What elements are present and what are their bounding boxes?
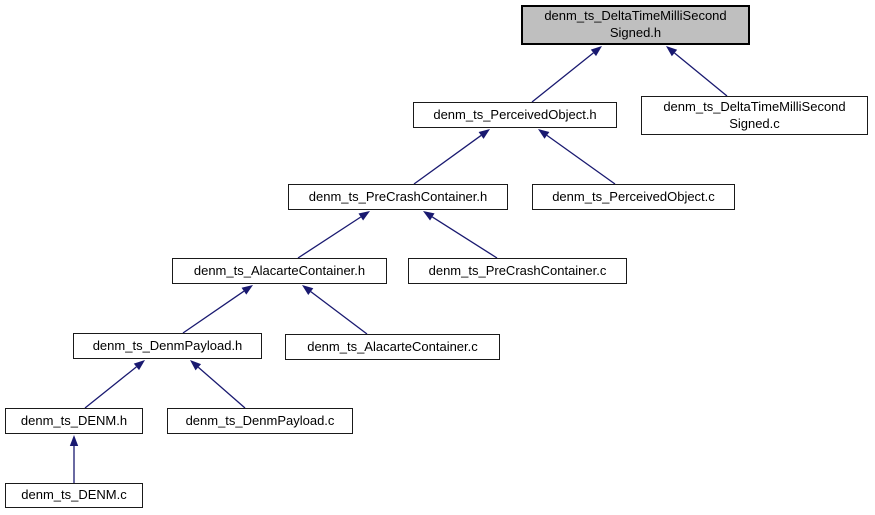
node-delta-time-h: denm_ts_DeltaTimeMilliSecond Signed.h: [521, 5, 750, 45]
node-alacarte-h[interactable]: denm_ts_AlacarteContainer.h: [172, 258, 387, 284]
edge-arrowhead-denm-h-to-denmpayload-h: [133, 360, 145, 371]
node-denm-c[interactable]: denm_ts_DENM.c: [5, 483, 143, 508]
node-denmpayload-c[interactable]: denm_ts_DenmPayload.c: [167, 408, 353, 434]
node-alacarte-c[interactable]: denm_ts_AlacarteContainer.c: [285, 334, 500, 360]
node-delta-time-c[interactable]: denm_ts_DeltaTimeMilliSecond Signed.c: [641, 96, 868, 135]
node-perceived-c[interactable]: denm_ts_PerceivedObject.c: [532, 184, 735, 210]
edge-arrowhead-perceived-c-to-perceived-h: [538, 129, 550, 139]
edge-line-precrash-h-to-perceived-h: [413, 134, 482, 185]
edge-arrowhead-precrash-c-to-precrash-h: [423, 211, 435, 221]
edge-arrowhead-denm-c-to-denm-h: [69, 435, 79, 446]
node-denmpayload-h[interactable]: denm_ts_DenmPayload.h: [73, 333, 262, 359]
edge-line-precrash-c-to-precrash-h: [431, 216, 498, 259]
edge-arrowhead-precrash-h-to-perceived-h: [478, 129, 490, 139]
node-perceived-h[interactable]: denm_ts_PerceivedObject.h: [413, 102, 617, 128]
edge-line-perceived-h-to-delta-time-h: [531, 52, 594, 103]
edge-line-alacarte-c-to-alacarte-h: [310, 291, 368, 335]
node-precrash-c[interactable]: denm_ts_PreCrashContainer.c: [408, 258, 627, 284]
edge-arrowhead-delta-time-c-to-delta-time-h: [666, 46, 678, 57]
edge-line-denmpayload-c-to-denmpayload-h: [197, 366, 246, 409]
edge-line-alacarte-h-to-precrash-h: [297, 216, 362, 259]
node-precrash-h[interactable]: denm_ts_PreCrashContainer.h: [288, 184, 508, 210]
edge-line-perceived-c-to-perceived-h: [546, 134, 616, 185]
edge-arrowhead-alacarte-c-to-alacarte-h: [302, 285, 314, 295]
edge-line-delta-time-c-to-delta-time-h: [674, 52, 728, 97]
edge-line-denmpayload-h-to-alacarte-h: [182, 290, 245, 334]
edge-arrowhead-denmpayload-c-to-denmpayload-h: [190, 360, 202, 371]
edge-arrowhead-denmpayload-h-to-alacarte-h: [241, 285, 253, 295]
node-denm-h[interactable]: denm_ts_DENM.h: [5, 408, 143, 434]
edge-line-denm-h-to-denmpayload-h: [84, 366, 137, 409]
edge-arrowhead-perceived-h-to-delta-time-h: [590, 46, 602, 57]
edge-arrowhead-alacarte-h-to-precrash-h: [358, 211, 370, 221]
